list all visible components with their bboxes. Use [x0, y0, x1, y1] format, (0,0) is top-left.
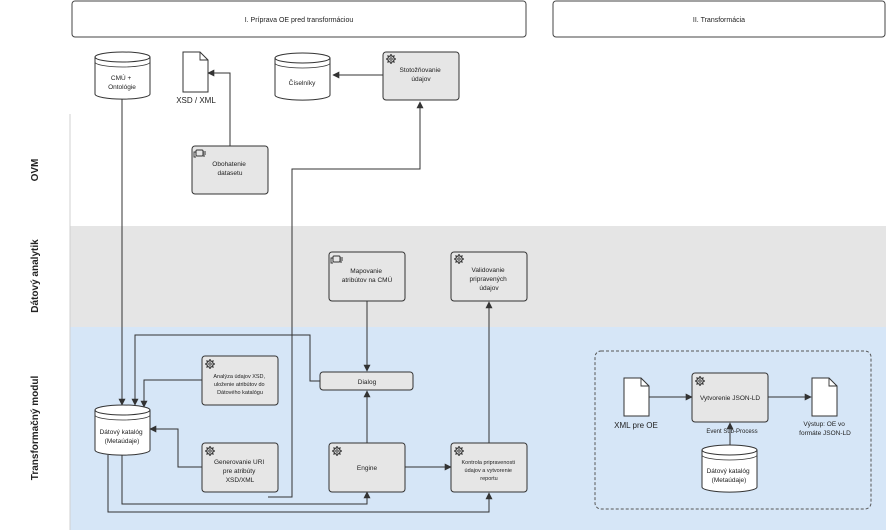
task-obohatenie: Obohatenie datasetu [191, 145, 269, 195]
data-store-katalog: Dátový katalóg (Metaúdaje) [94, 404, 151, 456]
task-obohatenie-line1: Obohatenie [212, 161, 246, 168]
svg-text:Výstup: OE vo formáte JS: Výstup: OE vo formáte JSON-LD [799, 421, 851, 437]
svg-text:Kontrola pripravenosti ú: Kontrola pripravenosti údajov a vytvoren… [461, 460, 516, 482]
lane-analytik-header [0, 226, 70, 327]
document-xml-label: XML pre OE [614, 421, 658, 430]
data-store-cmu: CMÚ + Ontológie [94, 51, 151, 100]
data-store-ciselniky: Číselníky [274, 52, 331, 101]
task-analyza-line3: Dátového katalógu [217, 390, 263, 396]
task-engine: Engine [328, 442, 406, 493]
document-output: Výstup: OE vo formáte JSON-LD [799, 377, 851, 437]
task-generovanie-line3: XSD/XML [226, 477, 255, 484]
store-katalog2-line2: (Metaúdaje) [712, 477, 747, 484]
connectors [107, 69, 812, 513]
task-analyza-line1: Analýza údajov XSD, [213, 374, 265, 380]
phase1-header [71, 0, 527, 38]
lane-ovm-header [0, 114, 70, 226]
document-xml-input: XML pre OE [614, 377, 658, 430]
store-katalog-line2: (Metaúdaje) [105, 438, 140, 445]
task-stotoznovanie-line2: údajov [411, 76, 431, 83]
task-jsonld-label: Vytvorenie JSON-LD [700, 395, 760, 402]
task-validovanie-line1: Validovanie [472, 267, 506, 274]
lane-label-ovm: OVM [30, 159, 41, 182]
document-output-line2: formáte JSON-LD [799, 430, 851, 437]
task-mapovanie-line2: atribútov na CMÚ [342, 275, 393, 284]
phase2-header [552, 0, 886, 38]
task-validovanie-line2: pripravených [469, 276, 507, 283]
phase1-title: I. Príprava OE pred transformáciou [245, 17, 354, 24]
task-analyza: Analýza údajov XSD, uloženie atribútov d… [201, 355, 279, 406]
svg-text:Číselníky: Číselníky [289, 78, 316, 87]
store-cmu-line1: CMÚ + [111, 73, 132, 82]
task-validovanie: Validovanie pripravených údajov [450, 251, 528, 302]
lane-label-modul: Transformačný modul [30, 376, 41, 481]
task-engine-label: Engine [357, 465, 378, 472]
task-analyza-line2: uloženie atribútov do [214, 382, 265, 388]
lane-analytik-bg [0, 226, 886, 327]
task-mapovanie-line1: Mapovanie [350, 268, 382, 275]
task-generovanie-line2: pre atribúty [223, 468, 256, 475]
task-obohatenie-line2: datasetu [218, 170, 243, 177]
task-dialog-label: Dialog [358, 379, 377, 386]
task-jsonld: Vytvorenie JSON-LD [691, 372, 769, 423]
task-validovanie-line3: údajov [479, 285, 499, 292]
svg-text:Analýza údajov XSD, ulož: Analýza údajov XSD, uloženie atribútov d… [213, 374, 266, 396]
svg-text:Dátový katalóg (Metaúdaj: Dátový katalóg (Metaúdaje) [100, 429, 145, 445]
store-katalog2-line1: Dátový katalóg [707, 468, 750, 475]
task-kontrola: Kontrola pripravenosti údajov a vytvoren… [450, 442, 528, 493]
svg-text:Generovanie URI pre atri: Generovanie URI pre atribúty XSD/XML [214, 459, 266, 484]
svg-text:Obohatenie datasetu: Obohatenie datasetu [212, 161, 247, 177]
task-kontrola-line3: reportu [480, 476, 497, 482]
svg-text:Validovanie pripravených: Validovanie pripravených údajov [469, 267, 508, 292]
task-generovanie-line1: Generovanie URI [214, 459, 264, 466]
task-kontrola-line2: údajov a vytvorenie [465, 468, 512, 474]
subprocess-label: Event Sub-Process [706, 429, 757, 435]
task-mapovanie: Mapovanie atribútov na CMÚ [328, 251, 406, 302]
task-generovanie: Generovanie URI pre atribúty XSD/XML [201, 442, 279, 493]
document-xsd-label: XSD / XML [176, 96, 216, 105]
lane-label-analytik: Dátový analytik [30, 239, 41, 313]
svg-text:Mapovanie atribútov na C: Mapovanie atribútov na CMÚ [342, 268, 393, 284]
store-katalog-line1: Dátový katalóg [100, 429, 143, 436]
document-xsd: XSD / XML [176, 51, 216, 105]
phase2-title: II. Transformácia [693, 17, 745, 24]
data-store-katalog-2: Dátový katalóg (Metaúdaje) [701, 444, 758, 493]
task-stotoznovanie: Stotožňovanie údajov [382, 51, 460, 101]
task-kontrola-line1: Kontrola pripravenosti [461, 460, 515, 466]
event-subprocess [594, 350, 872, 510]
svg-text:Dátový katalóg (Metaúdaj: Dátový katalóg (Metaúdaje) [707, 468, 752, 484]
lane-modul-header [0, 327, 70, 530]
svg-text:Stotožňovanie údajov: Stotožňovanie údajov [399, 67, 442, 83]
store-cmu-line2: Ontológie [108, 84, 136, 91]
task-dialog: Dialog [319, 371, 414, 391]
document-output-line1: Výstup: OE vo [803, 421, 845, 428]
svg-text:CMÚ + Ontológie: CMÚ + Ontológie [108, 73, 136, 91]
store-ciselniky-label: Číselníky [289, 78, 316, 87]
task-stotoznovanie-line1: Stotožňovanie [399, 67, 441, 74]
